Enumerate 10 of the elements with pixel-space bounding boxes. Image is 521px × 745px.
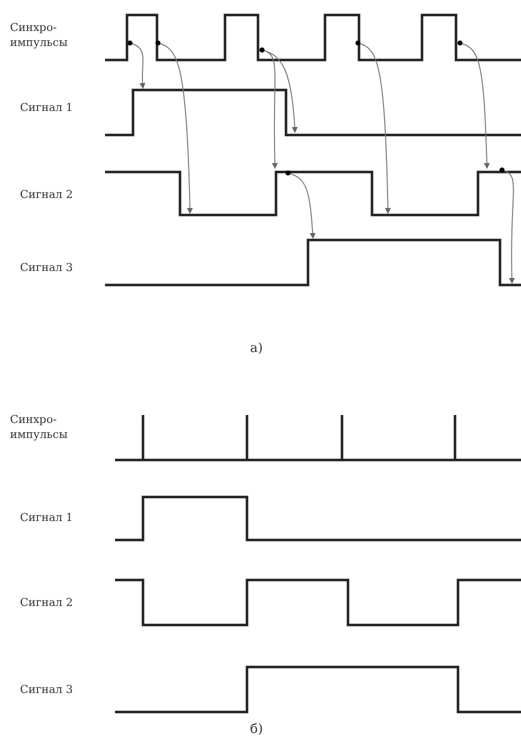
signal-label: Синхро- импульсы [10, 20, 69, 50]
signal-label: Синхро- импульсы [10, 412, 69, 442]
signal-label: Сигнал 1 [20, 510, 74, 525]
signal-label: Сигнал 3 [20, 682, 74, 697]
panel-caption: а) [250, 341, 263, 356]
signal-label: Сигнал 2 [20, 187, 74, 202]
signal-label: Сигнал 3 [20, 260, 74, 275]
signal-label: Сигнал 2 [20, 595, 74, 610]
signal-label: Сигнал 1 [20, 100, 74, 115]
panel-caption: б) [250, 722, 263, 737]
